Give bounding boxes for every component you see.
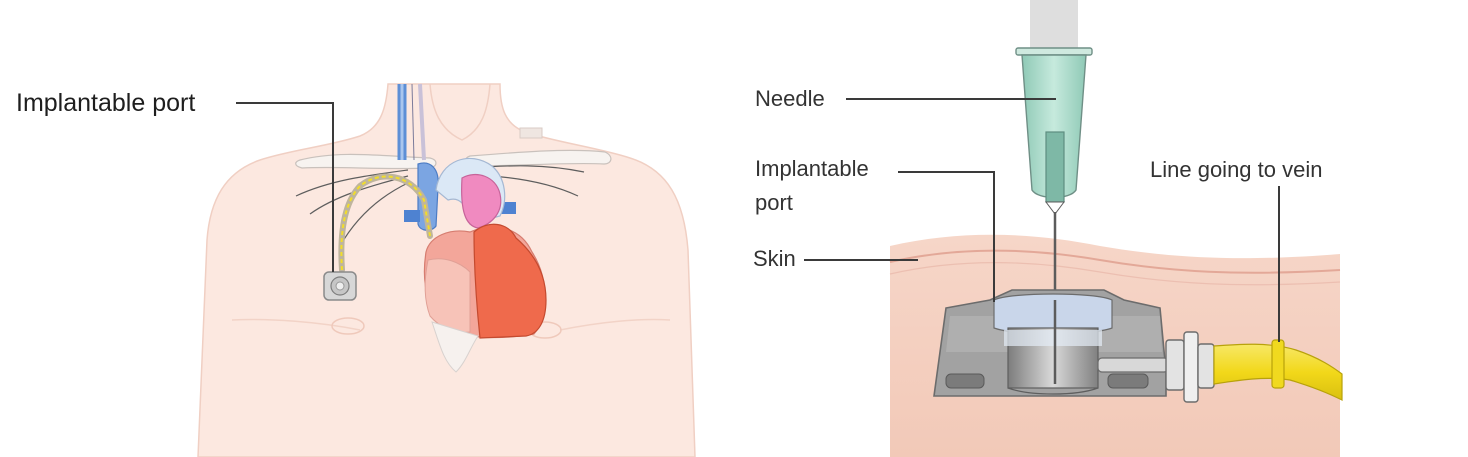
label-implantable-port-line1: Implantable	[755, 156, 869, 181]
left-nipple	[331, 317, 365, 335]
skin-surface-line	[889, 249, 1341, 274]
label-implantable-port-right: Implantable port	[755, 152, 869, 220]
cross-section-illustration	[889, 0, 1343, 457]
label-needle: Needle	[755, 86, 825, 111]
line-connector	[1165, 331, 1215, 403]
leader-line-port-left	[236, 102, 334, 272]
leader-line-port-right	[898, 171, 995, 302]
implanted-port	[323, 271, 357, 301]
label-implantable-port-line2: port	[755, 190, 793, 215]
label-implantable-port-left: Implantable port	[16, 89, 196, 117]
torso-illustration	[197, 83, 696, 457]
label-skin: Skin	[753, 246, 796, 271]
label-line-going-to-vein: Line going to vein	[1150, 157, 1323, 182]
